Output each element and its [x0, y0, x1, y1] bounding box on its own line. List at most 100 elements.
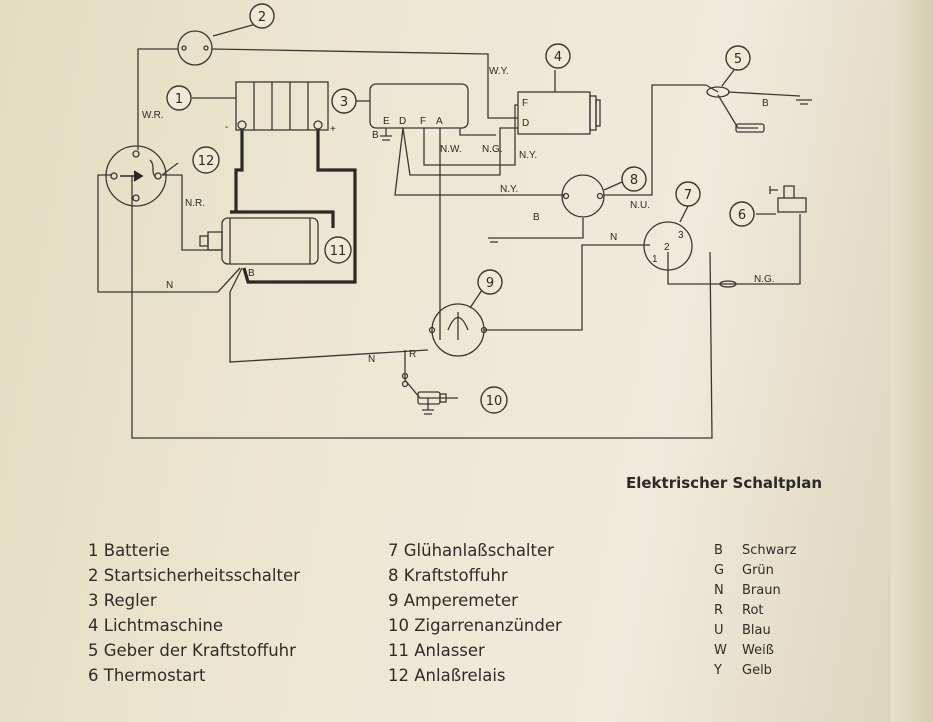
switch-terminal-1: 1: [652, 254, 658, 265]
wire-wr: [137, 48, 178, 150]
callout-9: 9: [486, 276, 494, 291]
wire-r-lighter: [404, 350, 458, 399]
wire-ng-thermo: [667, 214, 801, 285]
wire-starter-link: [230, 210, 335, 228]
legend-item: 3 Regler: [88, 591, 157, 610]
starter-b-label: B: [248, 268, 255, 279]
wire-battery-neg: [234, 130, 244, 212]
callout-3: 3: [340, 95, 348, 110]
lighter-earth: [422, 398, 434, 415]
wire-wy: [211, 48, 518, 119]
wire-b-fuel: [488, 218, 584, 243]
reg-terminal-a: A: [436, 116, 443, 127]
label-wy: W.Y.: [489, 66, 509, 77]
wire-ng-reg: [459, 128, 496, 136]
legend-item: 4 Lichtmaschine: [88, 616, 224, 635]
glow-start-switch-symbol: [643, 221, 693, 271]
reg-earth: [380, 128, 392, 141]
wires: [97, 48, 812, 439]
wire-nu: [604, 84, 719, 196]
legend-item: 9 Amperemeter: [388, 591, 518, 610]
callout-6: 6: [738, 208, 746, 223]
wire-ng-d: [402, 127, 518, 176]
gen-terminal-f: F: [522, 98, 528, 109]
callout-12: 12: [198, 154, 215, 169]
battery-minus-label: -: [225, 122, 228, 133]
gen-terminal-d: D: [522, 118, 529, 129]
label-b-sender: B: [762, 98, 769, 109]
cigar-lighter-symbol: [401, 372, 447, 405]
starter-relay-symbol: [105, 145, 179, 207]
callout-1: 1: [175, 92, 183, 107]
reg-terminal-e: E: [383, 116, 390, 127]
label-r-amm: R: [409, 349, 416, 360]
page-edge: [891, 0, 933, 722]
battery-plus-label: +: [330, 124, 336, 135]
callout-7: 7: [684, 188, 692, 203]
legend-item: 12 Anlaßrelais: [388, 666, 506, 685]
wire-ny-f: [423, 104, 518, 166]
label-ng-reg: N.G.: [482, 144, 503, 155]
wire-labels: W.Y. W.R. N.R. N.W. N.G. N.Y. N.Y. N.U. …: [142, 66, 775, 365]
label-ny-fuel: N.Y.: [500, 184, 518, 195]
component-legend-right: 7 Glühanlaßschalter 8 Kraftstoffuhr 9 Am…: [388, 538, 562, 688]
wire-nr: [162, 174, 222, 251]
label-b-reg: B: [372, 130, 379, 141]
legend-item: 11 Anlasser: [388, 641, 485, 660]
callout-11: 11: [330, 244, 347, 259]
legend-item: 1 Batterie: [88, 541, 170, 560]
switch-terminal-3: 3: [678, 230, 684, 241]
wire-ny-fuel: [394, 127, 565, 196]
label-b-fuel: B: [533, 212, 540, 223]
regulator-symbol: [369, 83, 469, 129]
legend-item: 2 Startsicherheitsschalter: [88, 566, 300, 585]
callout-8: 8: [630, 173, 638, 188]
label-nu: N.U.: [630, 200, 650, 211]
thermostart-symbol: [769, 185, 807, 213]
wire-n-amm: [229, 267, 429, 363]
wire-battery-pos: [242, 130, 357, 284]
callout-4: 4: [554, 50, 562, 65]
legend-item: 10 Zigarrenanzünder: [388, 616, 562, 635]
callout-10: 10: [486, 394, 503, 409]
generator-symbol: [517, 70, 601, 135]
reg-terminal-d: D: [399, 116, 406, 127]
ammeter-symbol: [428, 303, 488, 357]
battery-symbol: [235, 81, 329, 131]
label-n-amm: N: [368, 354, 375, 365]
fuel-gauge-symbol: [561, 174, 605, 218]
callouts: 1 2 3 4 5 6 7 8 9 10 11 12: [166, 3, 755, 414]
wire-n-glow: [484, 244, 650, 331]
fuel-sender-symbol: [706, 86, 765, 133]
legend-item: 7 Glühanlaßschalter: [388, 541, 554, 560]
wire-n-left: [97, 174, 241, 293]
starter-motor-symbol: [199, 217, 319, 265]
reg-terminal-f: F: [420, 116, 426, 127]
label-ng-thermo: N.G.: [754, 274, 775, 285]
diagram-title: Elektrischer Schaltplan: [626, 474, 823, 492]
label-wr: W.R.: [142, 110, 164, 121]
component-legend-left: 1 Batterie 2 Startsicherheitsschalter 3 …: [88, 538, 300, 688]
label-nw: N.W.: [440, 144, 462, 155]
wire-b-sender: [727, 91, 812, 105]
label-n-left: N: [166, 280, 173, 291]
label-n-glow: N: [610, 232, 617, 243]
start-safety-switch-symbol: [177, 30, 213, 66]
switch-terminal-2: 2: [664, 242, 670, 253]
callout-5: 5: [734, 52, 742, 67]
sender-float-arm: [717, 94, 758, 129]
callout-2: 2: [258, 10, 266, 25]
components: - + E D F A F D: [105, 30, 807, 405]
legend-item: 8 Kraftstoffuhr: [388, 566, 508, 585]
legend-item: 6 Thermostart: [88, 666, 206, 685]
label-ny-reg: N.Y.: [519, 150, 537, 161]
